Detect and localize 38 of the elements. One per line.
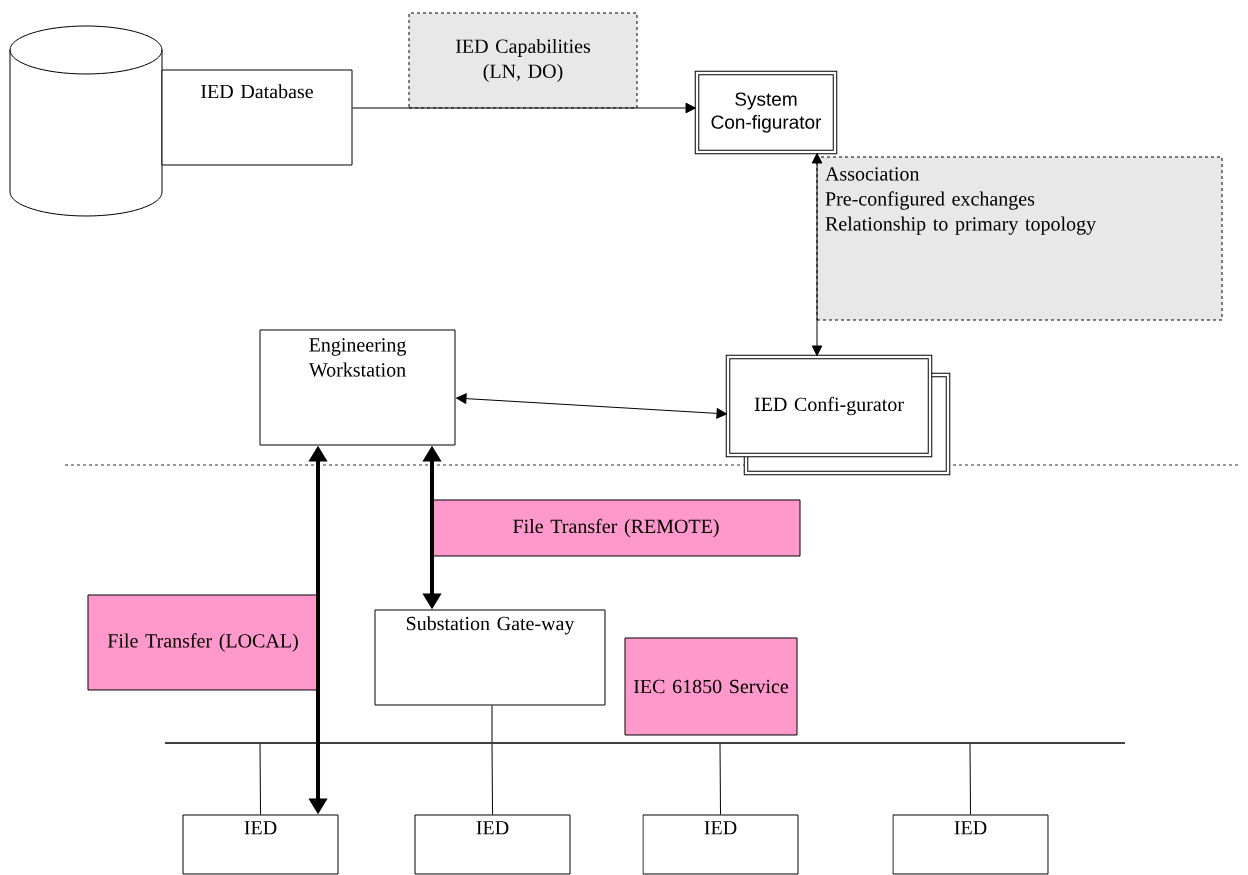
note-box xyxy=(408,12,638,109)
arrow xyxy=(456,393,727,419)
workstation-box xyxy=(259,329,456,446)
box-label: Association Pre-configured exchanges Relationship to primary topology xyxy=(825,167,1097,235)
box-label: IED xyxy=(476,821,509,835)
box-label: IED xyxy=(954,821,987,835)
box-label: File Transfer (REMOTE) xyxy=(513,518,719,538)
tool-box xyxy=(694,70,838,155)
arrow xyxy=(352,102,696,114)
box-label: IED Capabilities (LN, DO) xyxy=(455,38,591,83)
note-box xyxy=(816,156,1223,321)
box-label: File Transfer (LOCAL) xyxy=(107,633,298,652)
box-label: Substation Gate-way xyxy=(406,616,575,635)
box-label: IED Database xyxy=(201,84,313,99)
ied-box xyxy=(892,814,1049,875)
box-label: IEC 61850 Service xyxy=(633,679,789,694)
connector-line xyxy=(491,743,493,815)
box-label: Engineering Workstation xyxy=(308,338,406,377)
transfer-box xyxy=(431,499,801,557)
ied-box xyxy=(182,814,339,875)
box-label: System Con-figurator xyxy=(711,92,822,133)
box-label: IED xyxy=(244,821,277,835)
box-label: IED Confi-gurator xyxy=(754,396,904,416)
database-cylinder xyxy=(9,25,163,217)
box-label: IED xyxy=(704,821,737,835)
connector-line xyxy=(491,705,493,743)
ied-box xyxy=(414,814,571,875)
arrow xyxy=(811,153,823,356)
database-box xyxy=(161,69,353,166)
connector-line xyxy=(719,743,721,815)
gateway-box xyxy=(374,609,606,706)
transfer-box xyxy=(87,594,319,691)
ied-box xyxy=(642,814,799,875)
connector-line xyxy=(259,743,261,815)
bus-line xyxy=(165,742,1125,744)
connector-line xyxy=(969,743,971,815)
tool-box xyxy=(725,354,951,476)
service-box xyxy=(624,637,798,736)
